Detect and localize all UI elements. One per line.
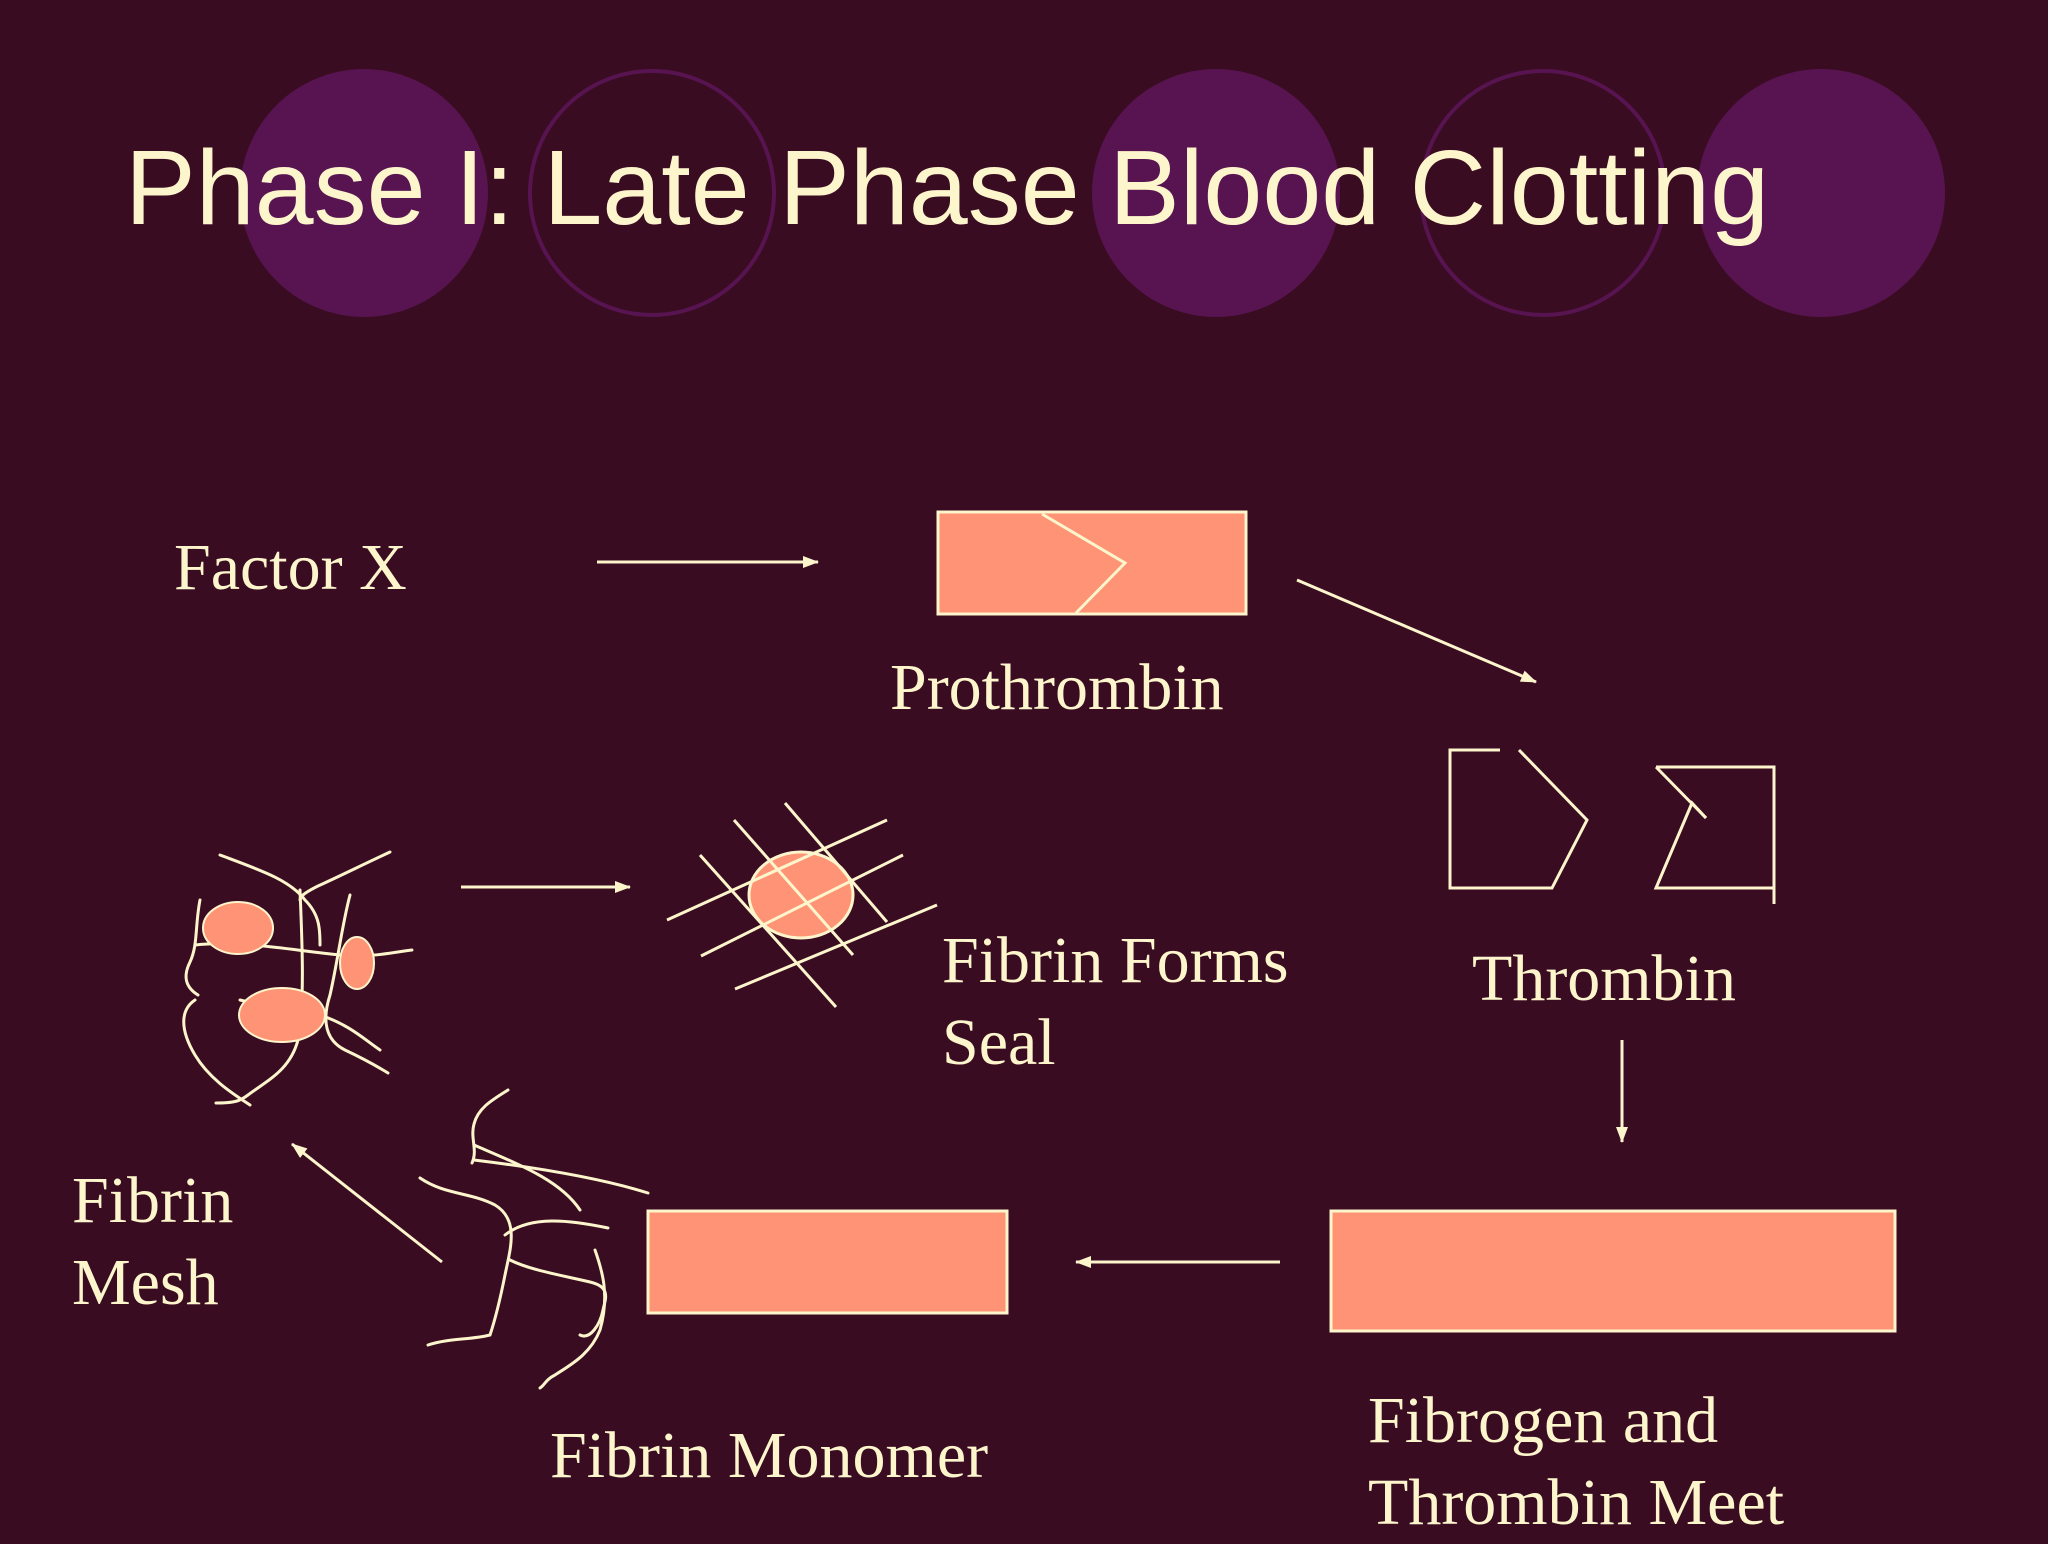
fibrogen-thrombin-block — [1329, 1209, 1897, 1333]
label-fibrin-mesh: Fibrin Mesh — [72, 1160, 233, 1324]
decor-circle-filled — [1092, 69, 1340, 317]
label-fibrin-forms-seal-line2: Seal — [942, 1006, 1056, 1079]
decor-circle-filled — [1697, 69, 1945, 317]
prothrombin-shape — [936, 510, 1248, 616]
label-fibrogen-thrombin-line1: Fibrogen and — [1368, 1384, 1719, 1457]
arrow-prothrombin-to-thrombin — [1296, 578, 1537, 684]
label-fibrin-forms-seal: Fibrin Forms Seal — [942, 920, 1289, 1084]
label-factor-x: Factor X — [174, 531, 407, 604]
arrows — [291, 556, 1628, 1268]
decor-circle-filled — [240, 69, 488, 317]
thrombin-shape — [1448, 748, 1776, 904]
label-fibrin-mesh-line2: Mesh — [72, 1246, 219, 1319]
label-fibrin-forms-seal-line1: Fibrin Forms — [942, 924, 1289, 997]
label-fibrogen-thrombin-line2: Thrombin Meet — [1368, 1466, 1785, 1539]
fibrin-monomer-block — [646, 1209, 1009, 1315]
label-thrombin: Thrombin — [1472, 942, 1736, 1015]
label-fibrin-mesh-line1: Fibrin — [72, 1164, 234, 1237]
decorative-circles — [240, 69, 1945, 317]
slide-title: Phase I: Late Phase Blood Clotting — [125, 129, 1770, 247]
label-fibrin-monomer: Fibrin Monomer — [550, 1419, 989, 1492]
label-fibrogen-thrombin-meet: Fibrogen and Thrombin Meet — [1368, 1380, 1784, 1544]
decor-circle-outline — [528, 69, 776, 317]
fibrin-strands-icon — [418, 1088, 650, 1390]
fibrin-seal-icon — [666, 802, 938, 1009]
label-prothrombin: Prothrombin — [890, 651, 1224, 724]
decor-circle-outline — [1419, 69, 1667, 317]
fibrin-mesh-icon — [182, 850, 414, 1107]
arrow-monomer-to-mesh — [291, 1142, 443, 1264]
